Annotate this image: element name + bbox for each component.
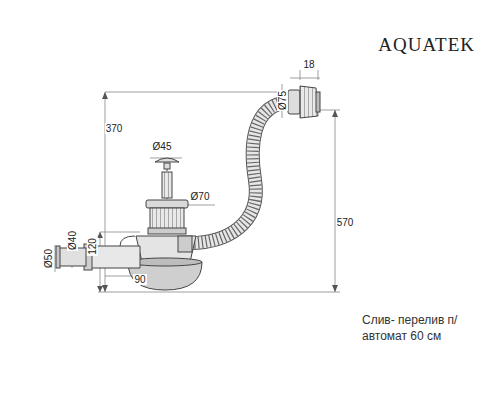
dimension-label: Ø50 [43,248,54,269]
dimension-label: 90 [133,274,146,285]
dimension-label: 18 [302,59,315,70]
dimension-label: Ø70 [190,191,211,202]
dimension-label: 570 [336,217,355,228]
dimension-label: Ø40 [67,230,78,251]
dimension-label: 120 [87,237,98,256]
dimension-label: Ø75 [277,90,288,111]
brand-logo: AQUATEK [378,34,475,56]
dimension-label: Ø45 [152,141,173,152]
caption-note: Слив- перелив п/автомат 60 см [362,312,474,344]
dimension-label: 370 [105,123,124,134]
